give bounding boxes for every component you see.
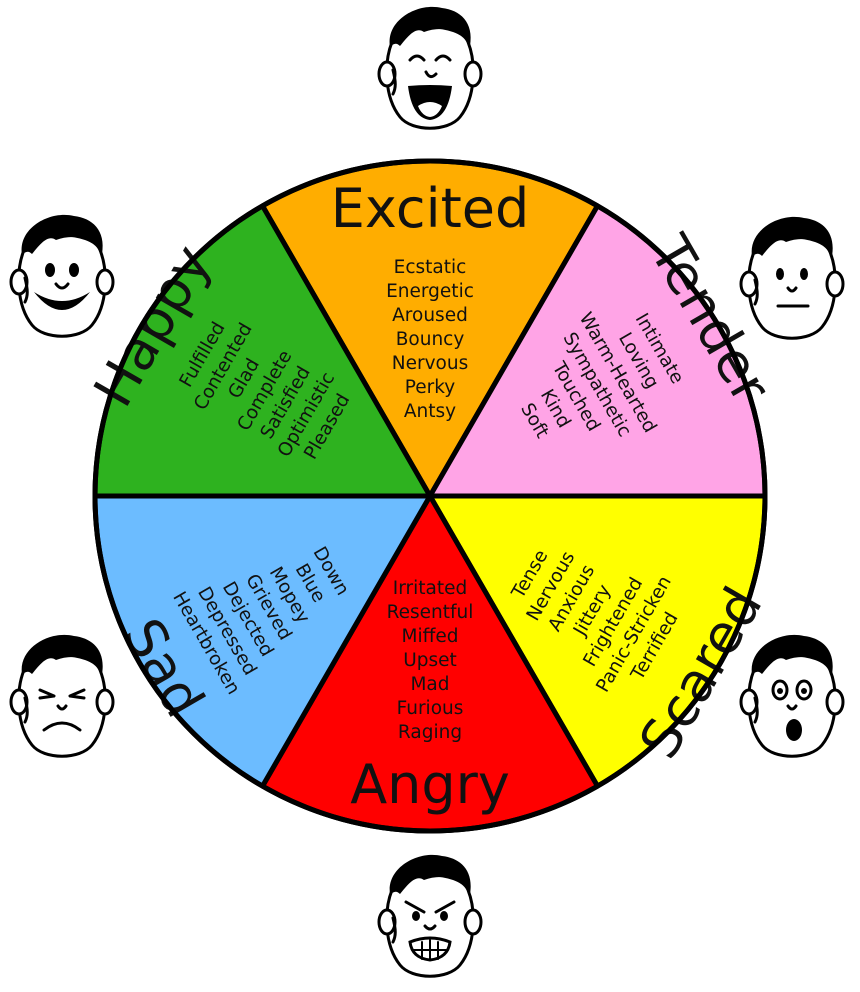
- sad-face-icon: [9, 633, 115, 758]
- angry-word-5: Mad: [410, 674, 449, 695]
- smiling-face-icon: [9, 213, 115, 338]
- angry-group: Irritated Resentful Miffed Upset Mad Fur…: [350, 578, 510, 816]
- excited-word-6: Perky: [405, 377, 456, 398]
- angry-word-7: Raging: [398, 722, 462, 743]
- excited-word-4: Bouncy: [396, 329, 465, 350]
- excited-word-1: Ecstatic: [394, 257, 467, 278]
- angry-word-1: Irritated: [393, 578, 467, 599]
- excited-word-7: Antsy: [404, 401, 456, 422]
- angry-word-4: Upset: [403, 650, 457, 671]
- excited-word-3: Aroused: [392, 305, 468, 326]
- angry-word-6: Furious: [397, 698, 464, 719]
- excited-title: Excited: [331, 177, 530, 240]
- neutral-face-icon: [739, 215, 845, 340]
- angry-face-icon: [377, 853, 483, 978]
- excited-group: Excited Ecstatic Energetic Aroused Bounc…: [331, 177, 530, 422]
- wheel-outline: [92, 158, 768, 834]
- excited-word-2: Energetic: [386, 281, 474, 302]
- angry-title: Angry: [350, 753, 510, 816]
- shocked-face-icon: [739, 633, 845, 758]
- angry-word-3: Miffed: [402, 626, 459, 647]
- excited-word-5: Nervous: [392, 353, 468, 374]
- laughing-face-icon: [377, 5, 483, 130]
- angry-word-2: Resentful: [387, 602, 474, 623]
